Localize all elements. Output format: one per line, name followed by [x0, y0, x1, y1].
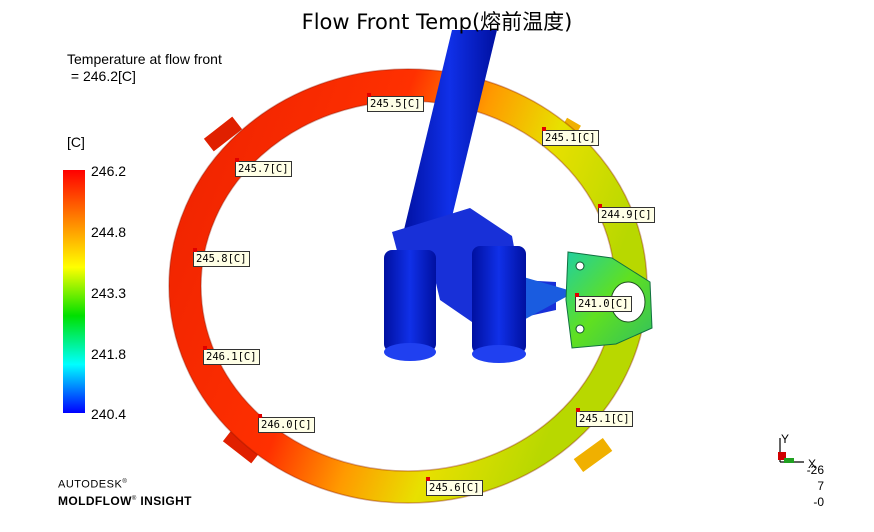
ring-tab	[203, 116, 243, 152]
result-summary: Temperature at flow front = 246.2[C]	[67, 51, 222, 85]
probe-label[interactable]: 241.0[C]	[575, 293, 632, 312]
drop-right-bottom	[472, 345, 526, 363]
sprue	[402, 30, 497, 250]
result-line-1: Temperature at flow front	[67, 51, 222, 67]
drop-left	[384, 250, 436, 352]
axis-value: -26	[806, 463, 824, 477]
axis-value: 7	[817, 479, 824, 493]
autodesk-moldflow-logo: AUTODESK® MOLDFLOW® INSIGHT	[58, 475, 192, 508]
legend-tick: 240.4	[91, 406, 127, 422]
legend-unit: [C]	[67, 134, 85, 150]
runner-cone	[520, 276, 575, 322]
ring-tab	[573, 437, 613, 473]
axis-value: -0	[813, 495, 824, 509]
plate-hole	[575, 261, 585, 271]
logo-moldflow: MOLDFLOW	[58, 493, 132, 508]
logo-insight: INSIGHT	[136, 493, 192, 508]
probe-label[interactable]: 245.5[C]	[367, 93, 424, 112]
drop-right	[472, 246, 526, 354]
logo-moldflow-mark: ®	[131, 495, 137, 502]
legend-tick: 246.2	[91, 163, 127, 179]
axis-x-label: X	[808, 457, 817, 471]
probe-label[interactable]: 245.8[C]	[193, 248, 250, 267]
probe-label[interactable]: 244.9[C]	[598, 204, 655, 223]
plot-title: Flow Front Temp(熔前温度)	[301, 10, 573, 34]
legend-tick: 243.3	[91, 285, 127, 301]
probe-label[interactable]: 246.1[C]	[203, 346, 260, 365]
drop-left-bottom	[384, 343, 436, 361]
probe-label[interactable]: 245.6[C]	[426, 477, 483, 496]
ring-tab	[222, 428, 262, 464]
plate-hole	[575, 324, 585, 334]
probe-label[interactable]: 245.1[C]	[542, 127, 599, 146]
probe-label[interactable]: 246.0[C]	[258, 414, 315, 433]
axis-y-label: Y	[781, 432, 790, 446]
legend-tick: 241.8	[91, 346, 127, 362]
logo-autodesk: AUTODESK	[58, 478, 123, 491]
color-scale-bar	[63, 170, 85, 413]
result-line-2: = 246.2[C]	[67, 68, 136, 84]
axis-triad-icon	[778, 438, 804, 463]
probe-label[interactable]: 245.7[C]	[235, 158, 292, 177]
logo-autodesk-mark: ®	[122, 479, 128, 485]
legend-tick: 244.8	[91, 224, 127, 240]
probe-label[interactable]: 245.1[C]	[576, 408, 633, 427]
